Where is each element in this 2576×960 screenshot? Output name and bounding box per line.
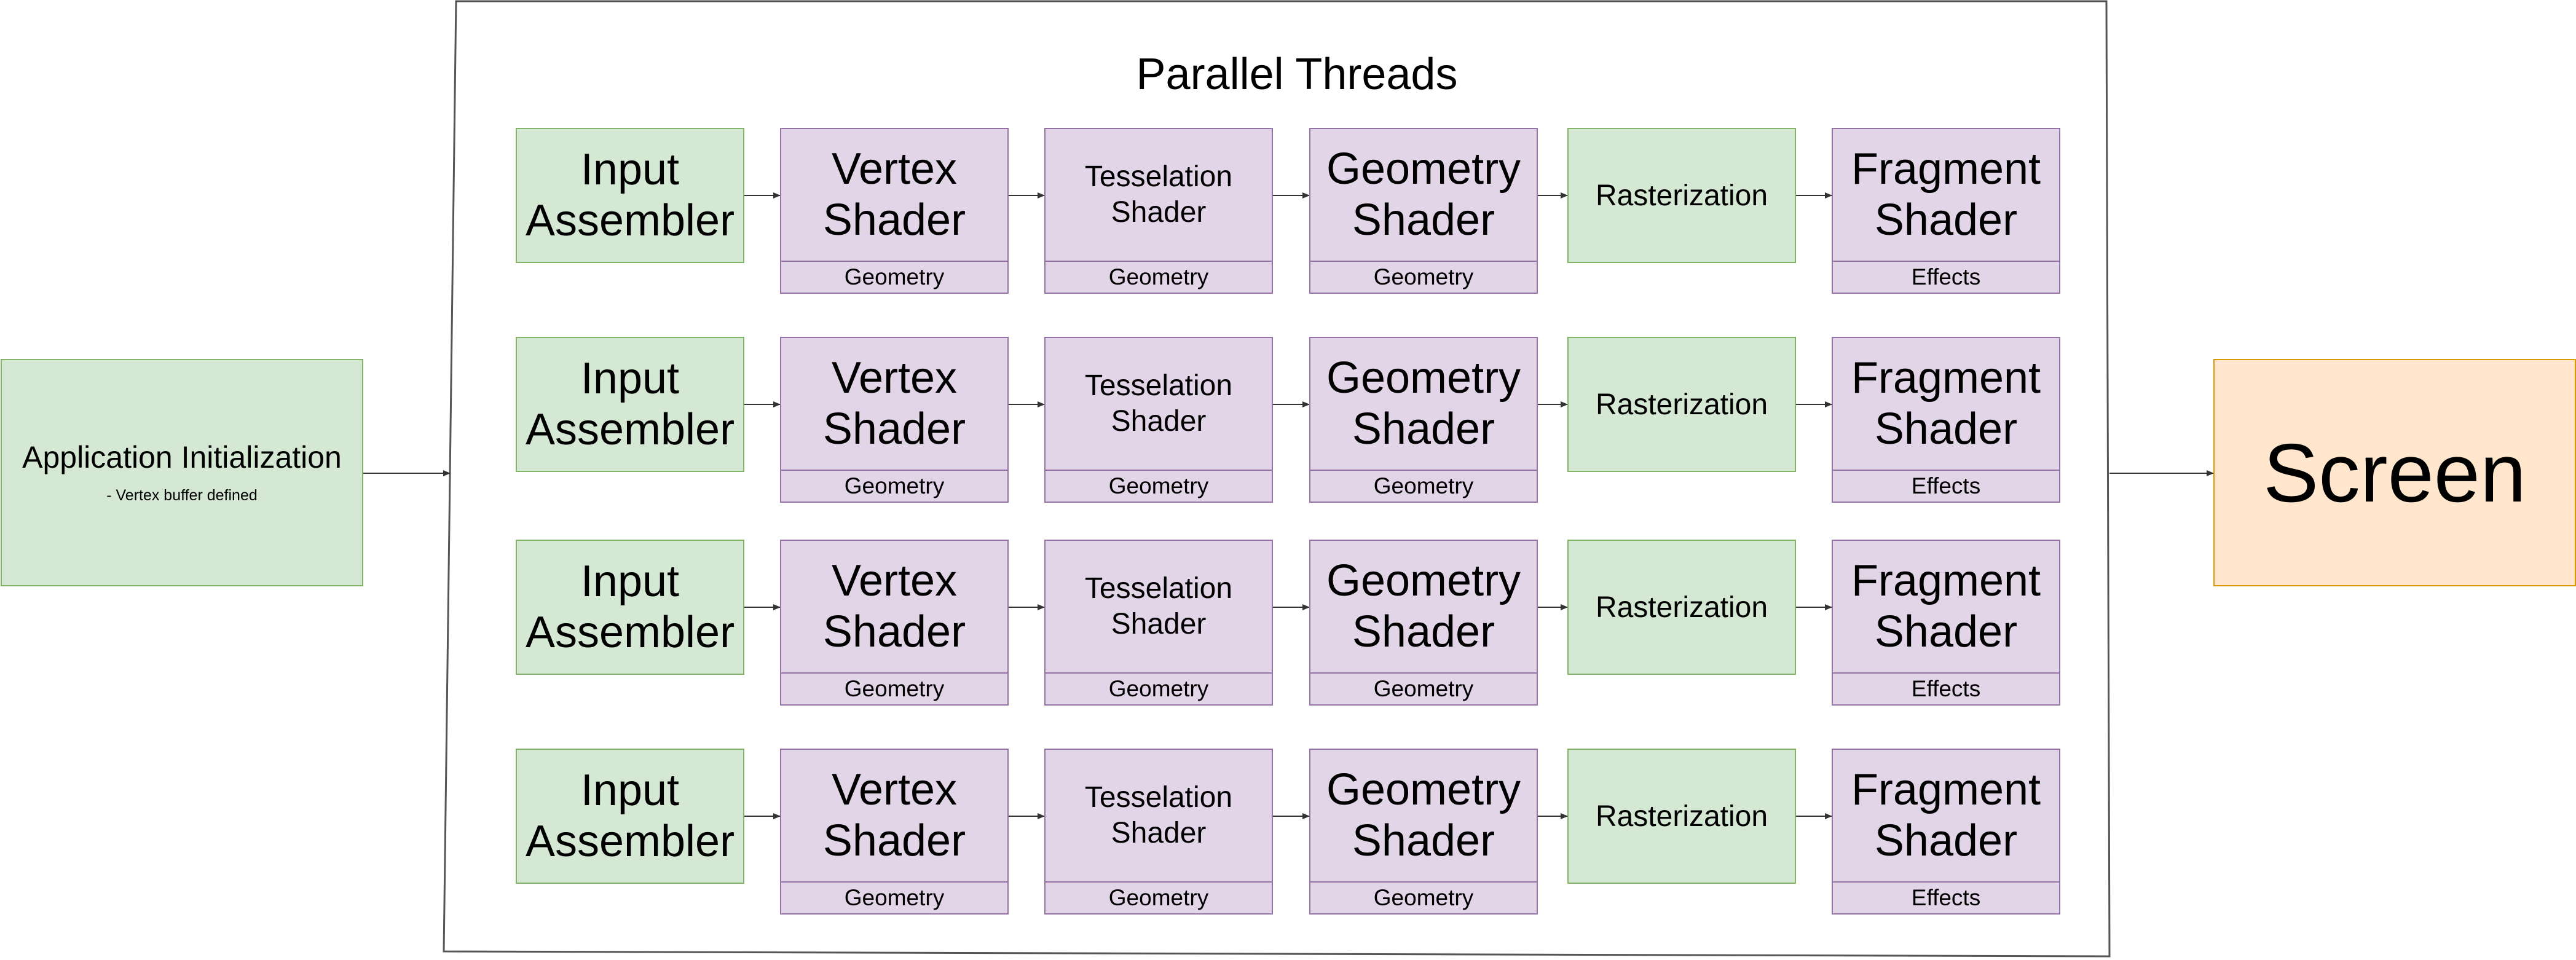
tesselation-shader-category-label: Geometry [1046,470,1272,502]
parallel-threads-frame [443,0,2111,958]
rasterization-label: Rasterization [1595,591,1768,624]
fragment-shader-label: Fragment Shader [1851,556,2041,656]
tesselation-shader-category-label: Geometry [1046,672,1272,704]
vertex-shader-label: Vertex Shader [822,765,966,865]
vertex-shader-category-label: Geometry [781,470,1007,502]
geometry-shader-label: Geometry Shader [1326,556,1521,656]
vertex-shader-category-label: Geometry [781,261,1007,293]
input-assembler-label: Input Assembler [525,766,735,866]
application-initialization-subtitle: - Vertex buffer defined [106,487,258,504]
tesselation-shader-label: Tesselation Shader [1084,572,1233,640]
geometry-shader-label: Geometry Shader [1326,765,1521,865]
geometry-shader-category-label: Geometry [1310,672,1537,704]
fragment-shader-category-label: Effects [1833,881,2059,913]
vertex-shader-label: Vertex Shader [822,556,966,656]
screen-label: Screen [2263,426,2526,519]
vertex-shader-category-label: Geometry [781,672,1007,704]
fragment-shader-label: Fragment Shader [1851,144,2041,245]
vertex-shader-category-label: Geometry [781,881,1007,913]
geometry-shader-category-label: Geometry [1310,261,1537,293]
fragment-shader-category-label: Effects [1833,261,2059,293]
thread-4-rasterization-box: Rasterization [1567,749,1796,884]
thread-2-input-assembler-box: Input Assembler [516,337,744,472]
thread-1-input-assembler-box: Input Assembler [516,128,744,263]
tesselation-shader-category-label: Geometry [1046,261,1272,293]
fragment-shader-label: Fragment Shader [1851,765,2041,865]
input-assembler-label: Input Assembler [525,145,735,245]
fragment-shader-label: Fragment Shader [1851,353,2041,454]
vertex-shader-label: Vertex Shader [822,353,966,454]
tesselation-shader-label: Tesselation Shader [1084,781,1233,849]
geometry-shader-label: Geometry Shader [1326,353,1521,454]
rasterization-label: Rasterization [1595,179,1768,212]
application-initialization-box: Application Initialization - Vertex buff… [1,359,363,586]
tesselation-shader-label: Tesselation Shader [1084,369,1233,438]
rasterization-label: Rasterization [1595,388,1768,421]
thread-1-rasterization-box: Rasterization [1567,128,1796,263]
application-initialization-title: Application Initialization [22,440,342,474]
parallel-threads-title: Parallel Threads [1136,50,1458,99]
tesselation-shader-category-label: Geometry [1046,881,1272,913]
fragment-shader-category-label: Effects [1833,672,2059,704]
geometry-shader-category-label: Geometry [1310,881,1537,913]
geometry-shader-label: Geometry Shader [1326,144,1521,245]
vertex-shader-label: Vertex Shader [822,144,966,245]
input-assembler-label: Input Assembler [525,354,735,454]
thread-3-input-assembler-box: Input Assembler [516,540,744,675]
fragment-shader-category-label: Effects [1833,470,2059,502]
screen-box: Screen [2213,359,2576,586]
rasterization-label: Rasterization [1595,800,1768,833]
tesselation-shader-label: Tesselation Shader [1084,160,1233,229]
thread-4-input-assembler-box: Input Assembler [516,749,744,884]
geometry-shader-category-label: Geometry [1310,470,1537,502]
thread-3-rasterization-box: Rasterization [1567,540,1796,675]
thread-2-rasterization-box: Rasterization [1567,337,1796,472]
input-assembler-label: Input Assembler [525,557,735,657]
